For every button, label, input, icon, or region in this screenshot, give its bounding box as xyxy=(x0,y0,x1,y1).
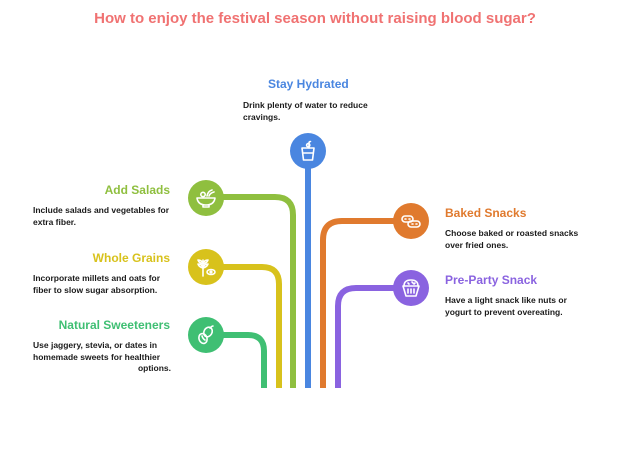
snack-bowl-icon xyxy=(393,270,429,306)
heading-baked-snacks: Baked Snacks xyxy=(445,206,527,220)
desc-line: extra fiber. xyxy=(33,216,76,227)
heading-add-salads: Add Salads xyxy=(104,183,170,197)
heading-stay-hydrated: Stay Hydrated xyxy=(268,77,349,91)
grain-icon xyxy=(188,249,224,285)
connector-baked xyxy=(320,218,395,388)
connector-preparty xyxy=(335,285,395,388)
desc-line: fiber to slow sugar absorption. xyxy=(33,284,158,295)
desc-line: Have a light snack like nuts or xyxy=(445,295,567,305)
desc-whole-grains: Incorporate millets and oats for fiber t… xyxy=(33,273,160,296)
desc-line: cravings. xyxy=(243,111,281,122)
desc-line: Use jaggery, stevia, or dates in xyxy=(33,340,158,350)
desc-natural-sweeteners: Use jaggery, stevia, or dates in homemad… xyxy=(33,340,171,375)
connector-salads xyxy=(222,194,296,388)
desc-line: homemade sweets for healthier xyxy=(33,351,161,362)
desc-line: options. xyxy=(137,363,171,373)
connector-sweeteners xyxy=(222,332,267,388)
diagram-title: How to enjoy the festival season without… xyxy=(94,10,536,27)
water-glass-icon xyxy=(290,133,326,169)
desc-line: Drink plenty of water to reduce xyxy=(243,100,368,110)
baked-snacks-icon xyxy=(393,203,429,239)
desc-line: over fried ones. xyxy=(445,239,509,250)
heading-natural-sweeteners: Natural Sweeteners xyxy=(58,318,170,332)
desc-stay-hydrated: Drink plenty of water to reduce cravings… xyxy=(243,100,368,123)
desc-pre-party-snack: Have a light snack like nuts or yogurt t… xyxy=(445,295,567,318)
desc-add-salads: Include salads and vegetables for extra … xyxy=(20,205,172,228)
desc-line: Incorporate millets and oats for xyxy=(33,273,161,283)
desc-line: yogurt to prevent overeating. xyxy=(445,306,563,317)
heading-whole-grains: Whole Grains xyxy=(92,251,170,265)
desc-baked-snacks: Choose baked or roasted snacks over frie… xyxy=(445,228,578,251)
connector-grains xyxy=(222,264,282,388)
heading-pre-party-snack: Pre-Party Snack xyxy=(445,273,538,287)
salad-bowl-icon xyxy=(188,180,224,216)
dates-icon xyxy=(188,317,224,353)
desc-line: Include salads and vegetables for xyxy=(33,205,170,215)
desc-line: Choose baked or roasted snacks xyxy=(445,228,579,238)
